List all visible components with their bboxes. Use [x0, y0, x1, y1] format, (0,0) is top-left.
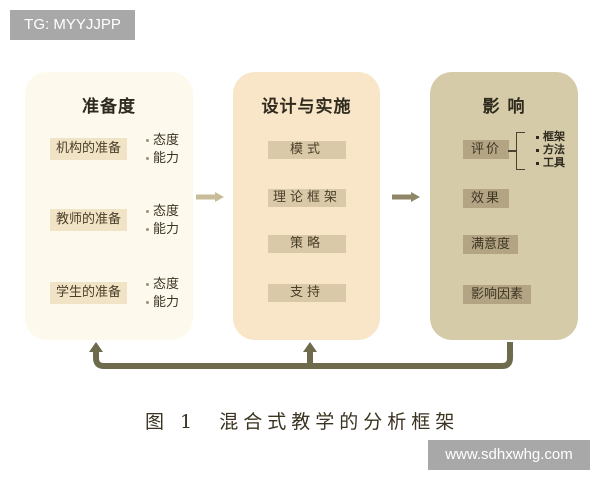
bullet-icon [146, 210, 149, 213]
design-item-mode: 模式 [268, 141, 346, 159]
bullet-icon [536, 161, 539, 165]
figure-number: 图 1 [145, 411, 198, 433]
impact-item-effect: 效果 [463, 189, 510, 208]
design-item-support: 支持 [268, 284, 346, 302]
bullet-icon [146, 157, 149, 160]
sub-attitude: 态度 [153, 204, 180, 219]
bullet-icon [146, 228, 149, 231]
figure-title: 混合式教学的分析框架 [219, 411, 460, 433]
student-readiness-label: 学生的准备 [50, 282, 128, 304]
impact-item-evaluation: 评价 [463, 140, 510, 159]
impact-item-factors: 影响因素 [463, 285, 532, 304]
institution-subs: 态度 能力 [146, 132, 179, 168]
bullet-icon [146, 139, 149, 142]
impact-item-satisfaction: 满意度 [463, 235, 519, 254]
watermark-bottom: www.sdhxwhg.com [428, 440, 590, 470]
panel-readiness: 准备度 机构的准备 态度 能力 教师的准备 态度 能力 学生的准备 态度 能力 [25, 72, 193, 340]
eval-sub-method: 方法 [543, 143, 565, 156]
panel-design: 设计与实施 模式 理论框架 策略 支持 [233, 72, 380, 340]
bracket-icon [516, 132, 525, 170]
sub-attitude: 态度 [153, 277, 180, 292]
bullet-icon [146, 301, 149, 304]
bullet-icon [146, 283, 149, 286]
bracket-connector [508, 150, 516, 152]
panel-title-design: 设计与实施 [261, 97, 352, 117]
eval-sub-tool: 工具 [543, 156, 565, 169]
panel-impact: 影 响 评价 框架 方法 工具 效果 满意度 影响因素 [430, 72, 578, 340]
sub-ability: 能力 [153, 222, 180, 237]
student-subs: 态度 能力 [146, 276, 179, 312]
watermark-top: TG: MYYJJPP [10, 10, 135, 40]
panel-title-impact: 影 响 [482, 97, 526, 117]
panel-title-readiness: 准备度 [82, 97, 136, 117]
eval-sub-framework: 框架 [543, 130, 565, 143]
sub-attitude: 态度 [153, 133, 180, 148]
design-item-strategy: 策略 [268, 235, 346, 253]
arrow-right-icon [196, 192, 224, 202]
sub-ability: 能力 [153, 295, 180, 310]
bullet-icon [536, 148, 539, 152]
arrow-right-icon [392, 192, 420, 202]
bullet-icon [536, 135, 539, 139]
figure-caption: 图 1 混合式教学的分析框架 [145, 407, 459, 434]
teacher-subs: 态度 能力 [146, 203, 179, 239]
eval-sub-list: 框架 方法 工具 [536, 130, 565, 169]
teacher-readiness-label: 教师的准备 [50, 209, 128, 231]
sub-ability: 能力 [153, 151, 180, 166]
institution-readiness-label: 机构的准备 [50, 138, 128, 160]
design-item-framework: 理论框架 [268, 189, 346, 207]
